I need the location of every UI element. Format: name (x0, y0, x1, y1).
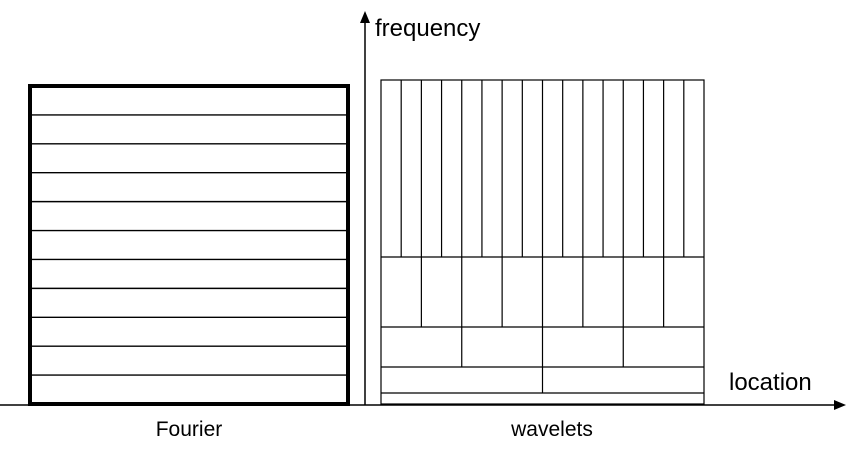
fourier-tiling (28, 84, 350, 406)
fourier-band-lines (30, 114, 348, 376)
wavelets-label: wavelets (510, 418, 593, 441)
fourier-frame (28, 84, 350, 406)
axes (0, 11, 846, 410)
y-axis-label: frequency (375, 15, 480, 42)
x-axis-label: location (729, 369, 812, 396)
fourier-label: Fourier (156, 418, 223, 441)
wavelet-cell-lines (381, 80, 704, 394)
wavelet-tiling (380, 79, 705, 405)
y-axis-arrowhead (360, 11, 370, 23)
x-axis-arrowhead (834, 400, 846, 410)
